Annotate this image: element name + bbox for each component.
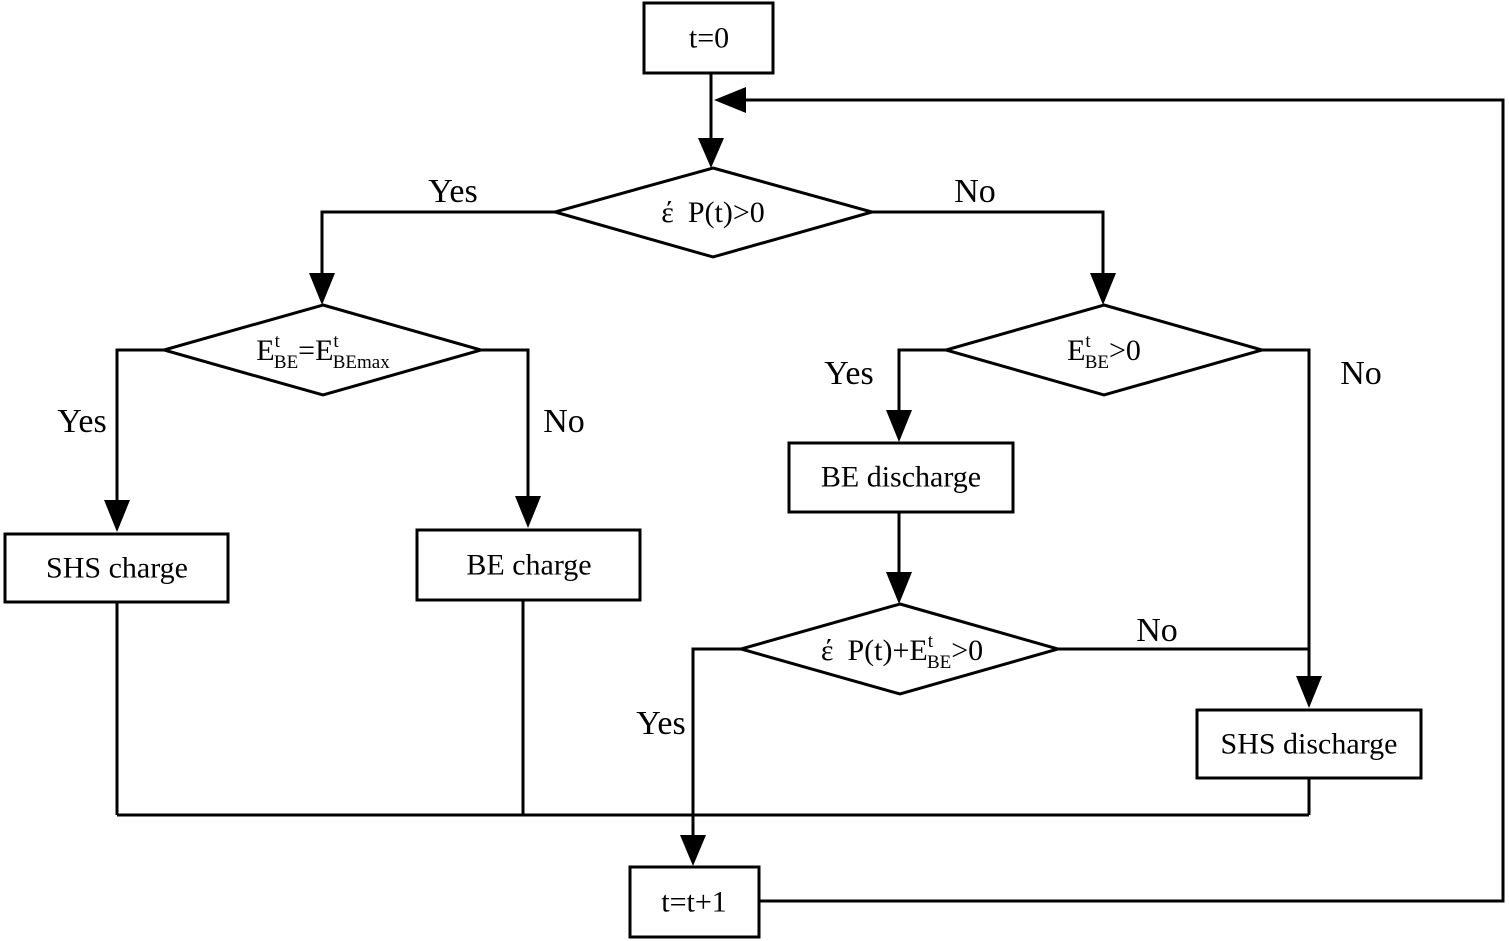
node-shs-discharge-label: SHS discharge: [1221, 728, 1398, 761]
node-shs-charge: SHS charge: [3, 532, 230, 604]
arrow-to-cond-be-pos: [1090, 273, 1116, 305]
edge-power-yes: [320, 210, 555, 275]
node-increment: t=t+1: [628, 865, 761, 939]
label-be-pos-no: No: [1340, 355, 1382, 392]
node-increment-label: t=t+1: [661, 886, 727, 919]
arrow-to-cond-combined: [886, 572, 912, 604]
node-start-label: t=0: [689, 22, 729, 55]
arrow-to-cond-power: [698, 138, 724, 168]
node-be-charge: BE charge: [415, 528, 642, 602]
label-combined-no: No: [1136, 612, 1178, 649]
edge-loop-back: [744, 98, 1505, 903]
label-power-yes: Yes: [428, 173, 477, 210]
edge-full-yes: [115, 348, 164, 502]
epsilon-symbol: έ: [821, 634, 834, 667]
node-shs-charge-label: SHS charge: [46, 552, 188, 585]
edge-be-pos-yes: [897, 348, 946, 412]
node-be-discharge-label: BE discharge: [821, 461, 981, 494]
label-combined-yes: Yes: [636, 705, 685, 742]
arrow-to-shs-discharge: [1296, 676, 1322, 708]
arrow-to-shs-charge: [104, 500, 130, 532]
edge-power-no: [872, 210, 1105, 275]
edge-combined-yes: [691, 647, 741, 837]
node-start: t=0: [642, 1, 775, 75]
arrow-loop-back: [714, 87, 746, 113]
arrow-to-be-charge: [515, 496, 541, 528]
label-full-no: No: [543, 403, 585, 440]
label-be-pos-yes: Yes: [824, 355, 873, 392]
node-be-charge-label: BE charge: [466, 549, 591, 582]
arrow-to-increment: [680, 835, 706, 866]
arrow-to-be-discharge: [886, 410, 912, 442]
edge-full-no: [481, 348, 530, 498]
label-full-yes: Yes: [57, 403, 106, 440]
epsilon-symbol: έ: [661, 196, 674, 229]
label-power-no: No: [954, 173, 996, 210]
edge-be-pos-no: [1262, 348, 1311, 678]
node-be-discharge: BE discharge: [787, 441, 1015, 514]
arrow-to-cond-full: [309, 273, 335, 305]
node-shs-discharge: SHS discharge: [1195, 708, 1423, 780]
